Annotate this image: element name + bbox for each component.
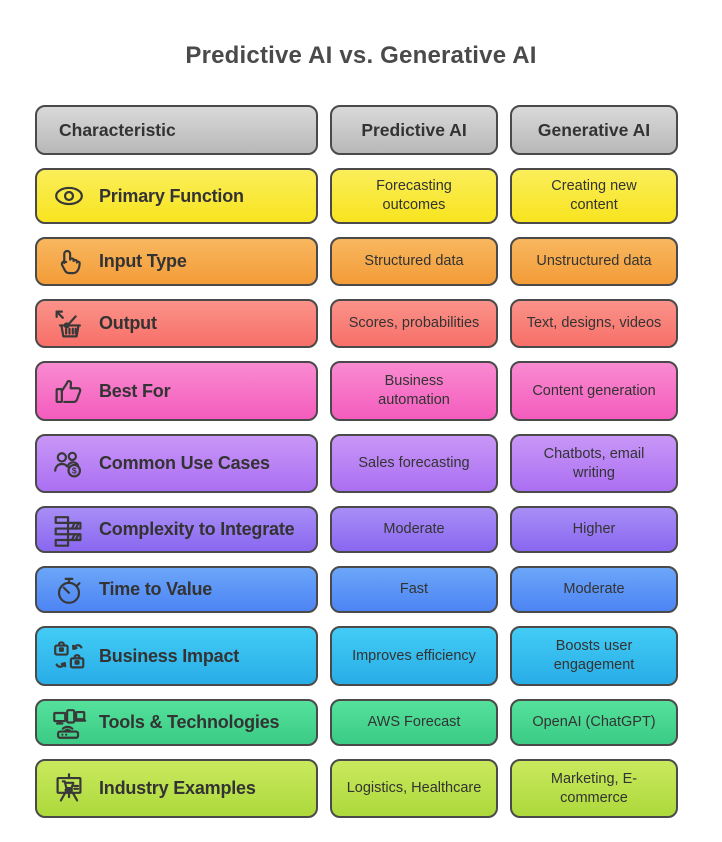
row-label-pill: $ Common Use Cases <box>35 434 318 493</box>
row-label-pill: Input Type <box>35 237 318 286</box>
generative-cell: Text, designs, videos <box>510 299 678 348</box>
row-label-pill: Industry Examples <box>35 759 318 818</box>
dollar-glyph: $ <box>72 465 77 475</box>
row-label-pill: Time to Value <box>35 566 318 613</box>
stopwatch-icon <box>50 571 88 609</box>
basket-export-icon <box>50 305 88 343</box>
row-label: Input Type <box>99 251 187 271</box>
predictive-cell: Sales forecasting <box>330 434 498 493</box>
row-label-pill: Tools & Technologies <box>35 699 318 746</box>
predictive-cell: Business automation <box>330 361 498 421</box>
generative-cell: Chatbots, email writing <box>510 434 678 493</box>
table-row: $ Common Use Cases Sales forecasting Cha… <box>35 434 678 493</box>
row-label-pill: Output <box>35 299 318 348</box>
header-characteristic-label: Characteristic <box>59 119 176 140</box>
header-generative-cell: Generative AI <box>510 105 678 155</box>
predictive-cell: Improves efficiency <box>330 626 498 686</box>
generative-cell: Creating new content <box>510 168 678 224</box>
briefcase-swap-icon <box>54 641 85 669</box>
predictive-cell: Structured data <box>330 237 498 286</box>
generative-cell: Moderate <box>510 566 678 613</box>
row-label: Tools & Technologies <box>99 712 280 732</box>
table-row: Tools & Technologies AWS Forecast OpenAI… <box>35 699 678 746</box>
row-label: Complexity to Integrate <box>99 519 295 539</box>
row-label-pill: Best For <box>35 361 318 421</box>
table-row: Best For Business automation Content gen… <box>35 361 678 421</box>
generative-cell: Marketing, E- commerce <box>510 759 678 818</box>
table-row: Industry Examples Logistics, Healthcare … <box>35 759 678 818</box>
page-title: Predictive AI vs. Generative AI <box>185 42 537 69</box>
generative-cell: Boosts user engagement <box>510 626 678 686</box>
table-row: Output Scores, probabilities Text, desig… <box>35 299 678 348</box>
predictive-cell: Moderate <box>330 506 498 553</box>
predictive-cell: Scores, probabilities <box>330 299 498 348</box>
stacked-bars-icon <box>50 511 88 549</box>
thumbs-up-icon <box>50 372 88 410</box>
table-header-row: Characteristic Predictive AI Generative … <box>35 105 678 155</box>
row-label-pill: Business Impact <box>35 626 318 686</box>
tap-hand-icon <box>50 243 88 281</box>
header-predictive-cell: Predictive AI <box>330 105 498 155</box>
presentation-cart-icon <box>50 770 88 808</box>
table-row: Input Type Structured data Unstructured … <box>35 237 678 286</box>
predictive-cell: Fast <box>330 566 498 613</box>
row-label: Industry Examples <box>99 778 256 798</box>
header-characteristic-cell: Characteristic <box>35 105 318 155</box>
generative-cell: Higher <box>510 506 678 553</box>
generative-cell: OpenAI (ChatGPT) <box>510 699 678 746</box>
eye-icon <box>50 177 88 215</box>
generative-cell: Unstructured data <box>510 237 678 286</box>
devices-icon <box>50 704 88 742</box>
table-row: Complexity to Integrate Moderate Higher <box>35 506 678 553</box>
row-label: Business Impact <box>99 645 240 666</box>
row-label: Best For <box>99 380 171 401</box>
table-row: Primary Function Forecasting outcomes Cr… <box>35 168 678 224</box>
table-row: Time to Value Fast Moderate <box>35 566 678 613</box>
predictive-cell: Forecasting outcomes <box>330 168 498 224</box>
predictive-cell: Logistics, Healthcare <box>330 759 498 818</box>
row-label: Primary Function <box>99 185 244 206</box>
generative-cell: Content generation <box>510 361 678 421</box>
comparison-table: Characteristic Predictive AI Generative … <box>35 105 678 818</box>
row-label: Output <box>99 313 157 333</box>
row-label-pill: Complexity to Integrate <box>35 506 318 553</box>
row-label-pill: Primary Function <box>35 168 318 224</box>
table-row: Business Impact Improves efficiency Boos… <box>35 626 678 686</box>
row-label: Common Use Cases <box>99 453 270 473</box>
row-label: Time to Value <box>99 579 213 599</box>
predictive-cell: AWS Forecast <box>330 699 498 746</box>
users-dollar-icon: $ <box>50 445 88 483</box>
